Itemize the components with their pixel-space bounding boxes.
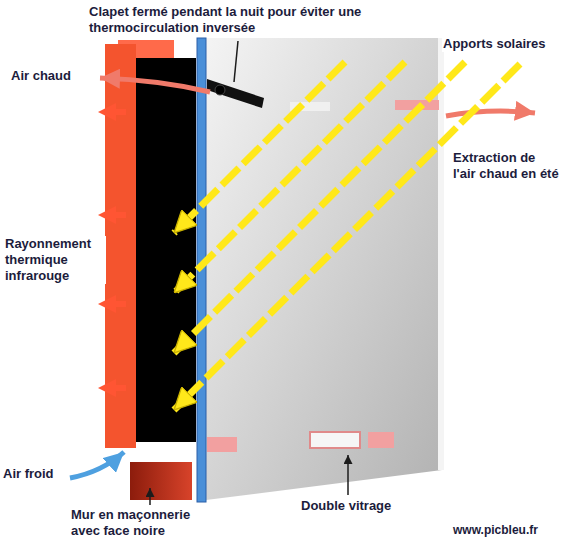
vent-opening	[368, 432, 394, 448]
warm-air-arrow	[100, 78, 210, 92]
flow-label: Rayonnement thermique infrarouge	[4, 236, 106, 284]
callout-label: Clapet fermé pendant la nuit pour éviter…	[88, 4, 388, 36]
infrared-arrow	[98, 379, 116, 397]
damper	[207, 79, 264, 108]
summer-extraction-arrow	[446, 111, 535, 116]
infrared-arrow	[116, 212, 126, 218]
glass-pane	[206, 38, 442, 500]
infrared-arrow	[116, 301, 126, 307]
vent-opening	[310, 432, 360, 448]
infrared-arrow	[116, 385, 126, 391]
infrared-arrow	[116, 109, 126, 115]
flow-label: Extraction de l'air chaud en été	[452, 150, 562, 182]
infrared-arrow	[98, 295, 116, 313]
part-label: Double vitrage	[300, 498, 392, 514]
damper-pivot	[215, 85, 225, 95]
solar-ray	[174, 62, 465, 353]
vent-opening	[207, 437, 237, 452]
flow-label: Air froid	[2, 466, 55, 482]
infrared-arrow	[98, 103, 116, 121]
cold-air-arrow	[70, 452, 124, 478]
leader-line	[234, 41, 238, 82]
watermark: www.picbleu.fr	[452, 522, 539, 538]
solar-rays	[174, 62, 520, 410]
leader-line	[149, 488, 151, 505]
wall-base	[130, 462, 192, 500]
infrared-arrow	[98, 206, 116, 224]
leader-line	[347, 455, 349, 495]
flow-label: Air chaud	[10, 68, 72, 84]
black-face	[136, 58, 196, 442]
part-label: Mur en maçonnerie avec face noire	[70, 507, 222, 539]
solar-ray	[174, 62, 405, 293]
solar-ray	[174, 64, 520, 410]
flow-label: Apports solaires	[442, 36, 547, 52]
